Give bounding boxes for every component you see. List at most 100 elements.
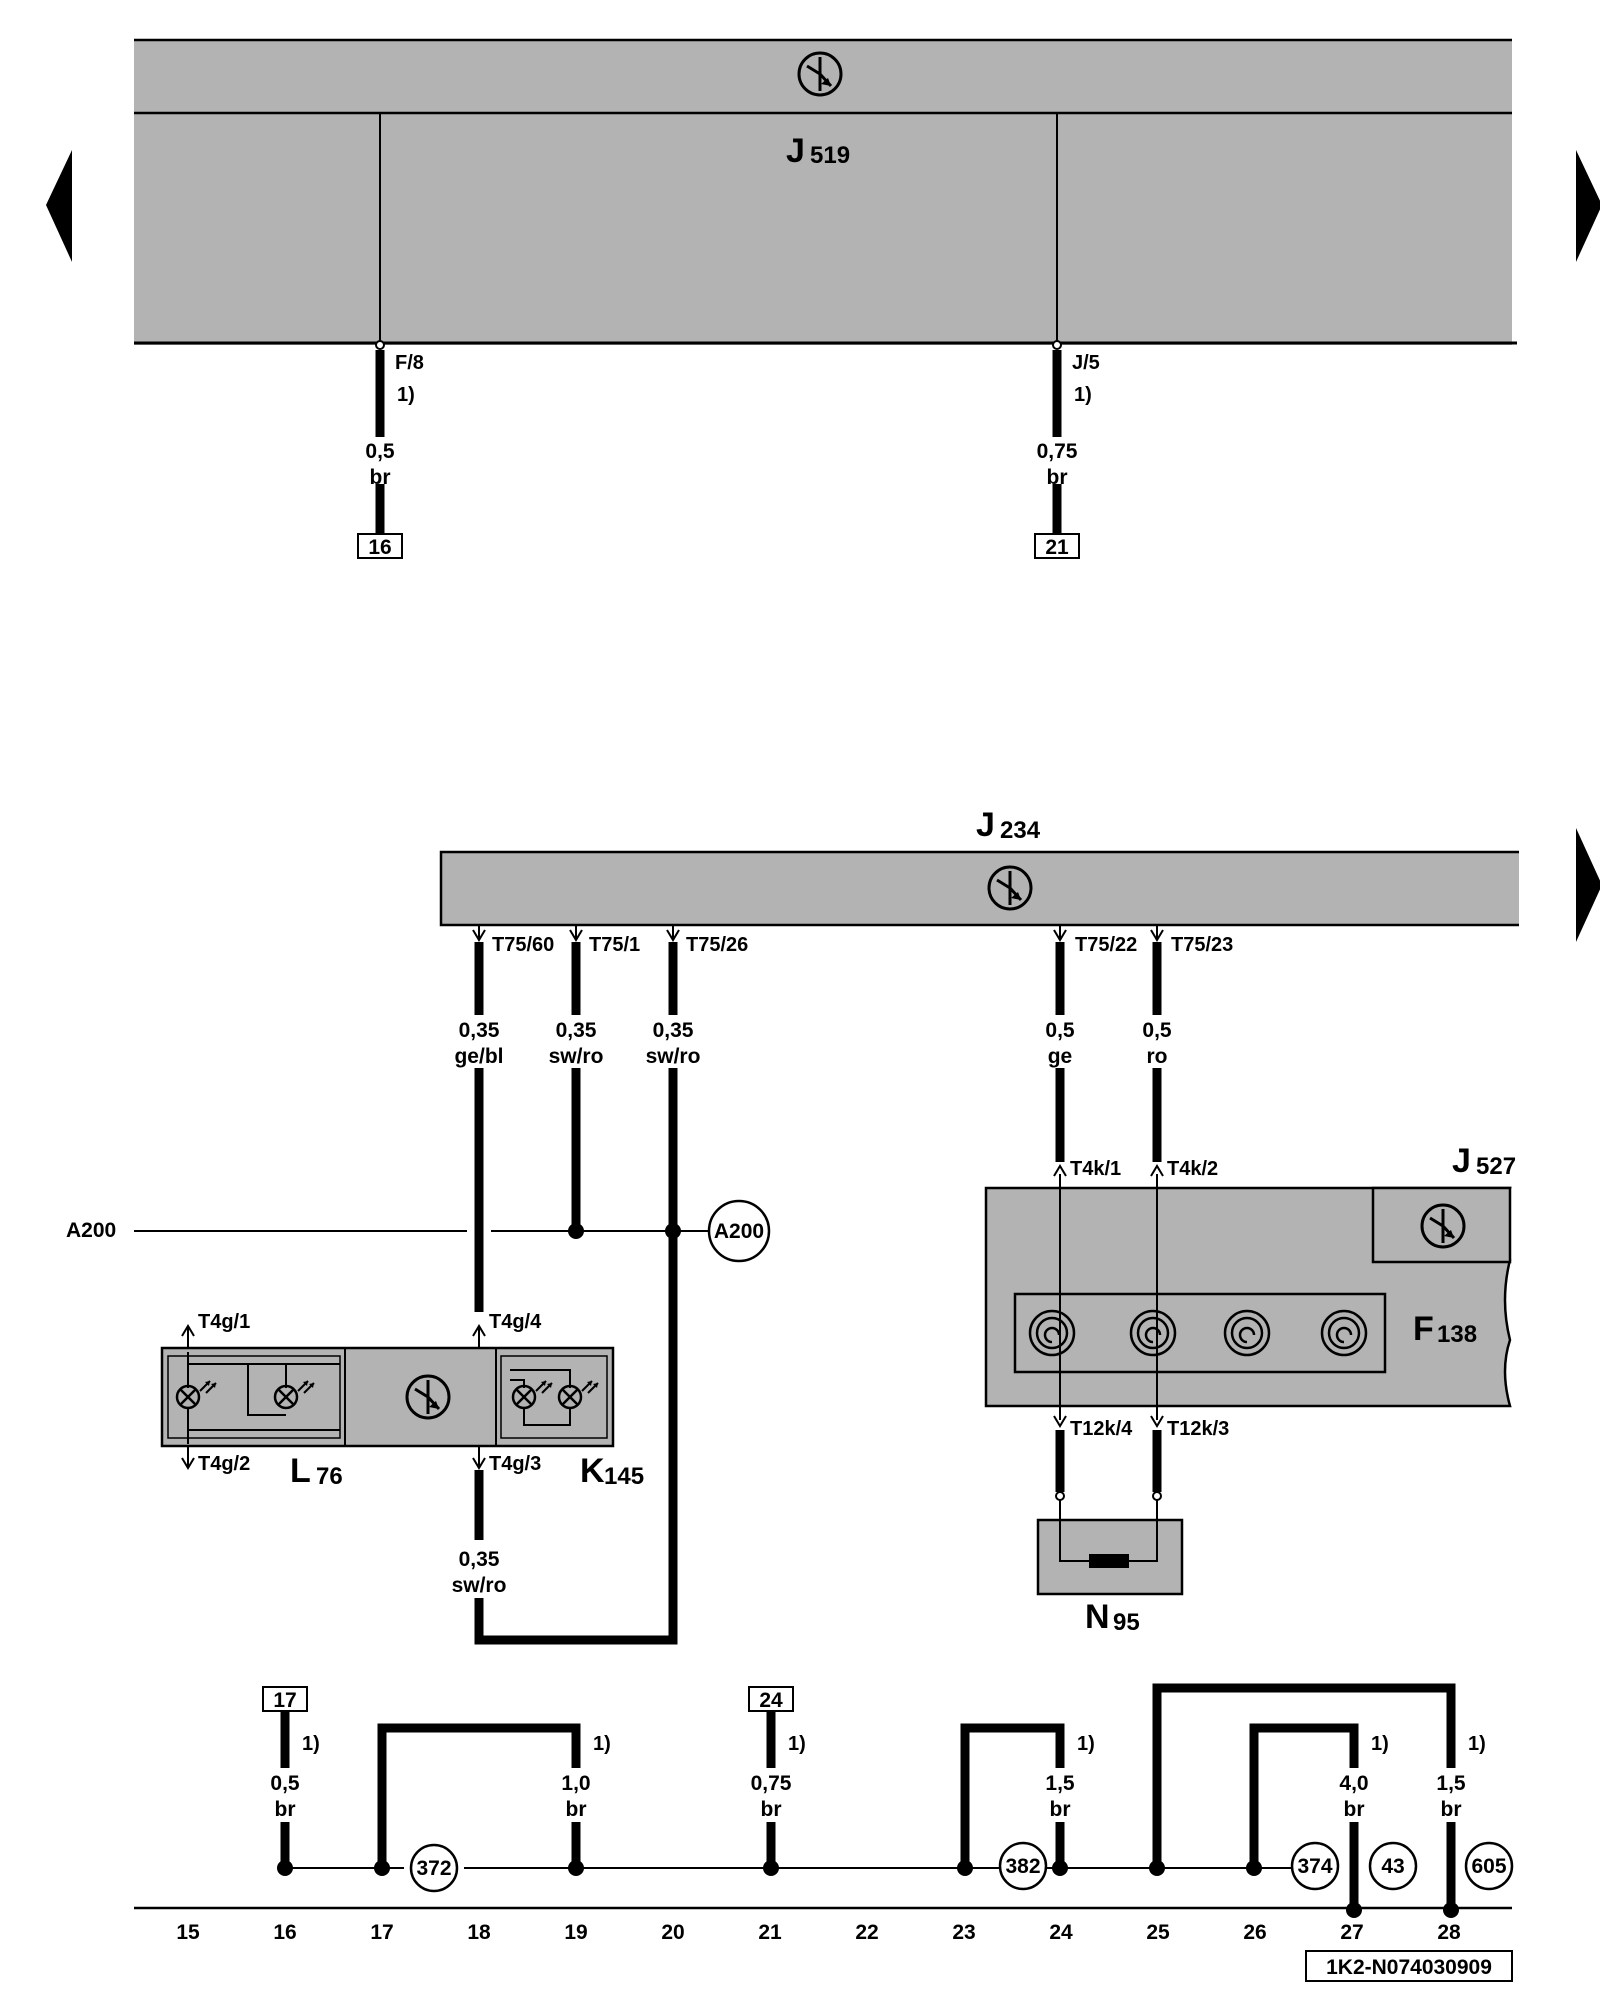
track-number: 17: [370, 1921, 393, 1944]
wire-color: br: [370, 466, 391, 489]
wire-gauge: 0,5: [1142, 1019, 1172, 1042]
n95-letter: N: [1085, 1598, 1110, 1636]
circle-ref: 372: [416, 1857, 451, 1880]
wire-gauge: 0,5: [270, 1772, 300, 1795]
wire-color: br: [1047, 466, 1068, 489]
pin-label: T75/1: [589, 934, 640, 956]
pin-label: T4g/2: [198, 1453, 250, 1475]
track-number: 22: [855, 1921, 878, 1944]
nav-left-icon[interactable]: [46, 150, 72, 262]
j234-pin-labels: T75/60 T75/1 T75/26 T75/22 T75/23: [492, 934, 1233, 956]
ref-box: 17: [273, 1689, 296, 1712]
track-number: 28: [1437, 1921, 1461, 1944]
wires-n95: [1055, 1430, 1162, 1501]
f138-sub: 138: [1437, 1321, 1477, 1348]
j519-letter: J: [786, 132, 805, 170]
pin-label: T4g/1: [198, 1311, 250, 1333]
track-number: 25: [1146, 1921, 1170, 1944]
pin-label: T4k/2: [1167, 1158, 1218, 1180]
track-number: 21: [758, 1921, 782, 1944]
pin-label: T4g/4: [489, 1311, 542, 1333]
ref-box: 16: [368, 536, 391, 559]
wire-color: br: [1441, 1798, 1462, 1821]
pin-label: T12k/3: [1167, 1418, 1229, 1440]
pin-label: T75/22: [1075, 934, 1137, 956]
bottom-ground-section: 17 1) 0,5 br 372 1) 1,0 br 24 1) 0,75 br…: [262, 1683, 1514, 1918]
wire-gauge: 0,5: [365, 440, 395, 463]
l76-sub: 76: [316, 1463, 343, 1490]
wire-color: ro: [1147, 1045, 1168, 1068]
track-number: 26: [1243, 1921, 1266, 1944]
pin-label: T75/26: [686, 934, 748, 956]
track-number: 18: [467, 1921, 491, 1944]
circle-ref: 605: [1471, 1855, 1506, 1878]
a200-circle: A200: [714, 1220, 764, 1243]
ref-box: 24: [759, 1689, 783, 1712]
footnote: 1): [1077, 1733, 1095, 1755]
ref-box: 21: [1045, 536, 1069, 559]
circle-ref: 43: [1381, 1855, 1404, 1878]
footnote: 1): [593, 1733, 611, 1755]
wire-color: ge/bl: [454, 1045, 503, 1068]
diagram-code-text: 1K2-N074030909: [1326, 1956, 1492, 1979]
k145-sub: 145: [604, 1463, 644, 1490]
wire-gauge: 0,35: [459, 1548, 500, 1571]
pin-label: T75/60: [492, 934, 554, 956]
a200-label: A200: [66, 1219, 116, 1242]
wire-color: br: [1050, 1798, 1071, 1821]
pin-label: T75/23: [1171, 934, 1233, 956]
wire-gauge: 0,35: [556, 1019, 597, 1042]
circle-ref: 374: [1297, 1855, 1332, 1878]
wire-gauge: 1,5: [1045, 1772, 1075, 1795]
footnote: 1): [788, 1733, 806, 1755]
wire-j519-j5: J/5 1) 0,75 br 21: [1034, 340, 1100, 559]
wire-gauge: 0,75: [1037, 440, 1078, 463]
wire-color: sw/ro: [452, 1574, 507, 1597]
track-number: 23: [952, 1921, 975, 1944]
footnote: 1): [302, 1733, 320, 1755]
pin-label: F/8: [395, 352, 424, 374]
track-number: 24: [1049, 1921, 1073, 1944]
pin-label: T4k/1: [1070, 1158, 1121, 1180]
wire-gauge: 0,5: [1045, 1019, 1075, 1042]
j234-letter: J: [976, 806, 995, 844]
j234-wire-labels: 0,35 ge/bl 0,35 sw/ro 0,35 sw/ro 0,5 ge …: [454, 1019, 1171, 1068]
track-number: 27: [1340, 1921, 1363, 1944]
wire-gauge: 0,35: [653, 1019, 694, 1042]
module-j519: J 519: [134, 38, 1517, 345]
track-number: 16: [273, 1921, 296, 1944]
wire-color: sw/ro: [549, 1045, 604, 1068]
footnote: 1): [1371, 1733, 1389, 1755]
wire-color: br: [1344, 1798, 1365, 1821]
l76-letter: L: [290, 1452, 311, 1490]
pin-label: T12k/4: [1070, 1418, 1133, 1440]
a200-bus: A200 A200: [66, 1199, 771, 1263]
f138-letter: F: [1413, 1310, 1434, 1348]
module-j234: J 234: [439, 806, 1519, 927]
wire-j519-f8: F/8 1) 0,5 br 16: [357, 340, 424, 559]
n95-sub: 95: [1113, 1609, 1140, 1636]
circle-ref: 382: [1005, 1855, 1040, 1878]
wire-gauge: 1,0: [561, 1772, 590, 1795]
track-number: 15: [176, 1921, 200, 1944]
footnote: 1): [1468, 1733, 1486, 1755]
wire-color: br: [761, 1798, 782, 1821]
j519-sub: 519: [810, 142, 850, 169]
nav-right-lower-icon[interactable]: [1576, 828, 1600, 942]
wire-gauge: 4,0: [1339, 1772, 1368, 1795]
wire-gauge: 0,35: [459, 1019, 500, 1042]
k145-letter: K: [580, 1452, 605, 1490]
component-n95: N 95: [1036, 1500, 1184, 1636]
footnote: 1): [397, 384, 415, 406]
module-j527: J 527 F 138 T4k/1 T4k/2 T12k/4 T12k/3: [984, 1142, 1516, 1440]
wire-color: br: [566, 1798, 587, 1821]
nav-right-icon[interactable]: [1576, 150, 1600, 262]
track-number: 19: [564, 1921, 587, 1944]
wire-color: ge: [1048, 1045, 1073, 1068]
diagram-code: 1K2-N074030909: [1305, 1950, 1513, 1982]
j234-sub: 234: [1000, 817, 1041, 844]
pin-label: T4g/3: [489, 1453, 541, 1475]
wire-gauge: 1,5: [1436, 1772, 1466, 1795]
